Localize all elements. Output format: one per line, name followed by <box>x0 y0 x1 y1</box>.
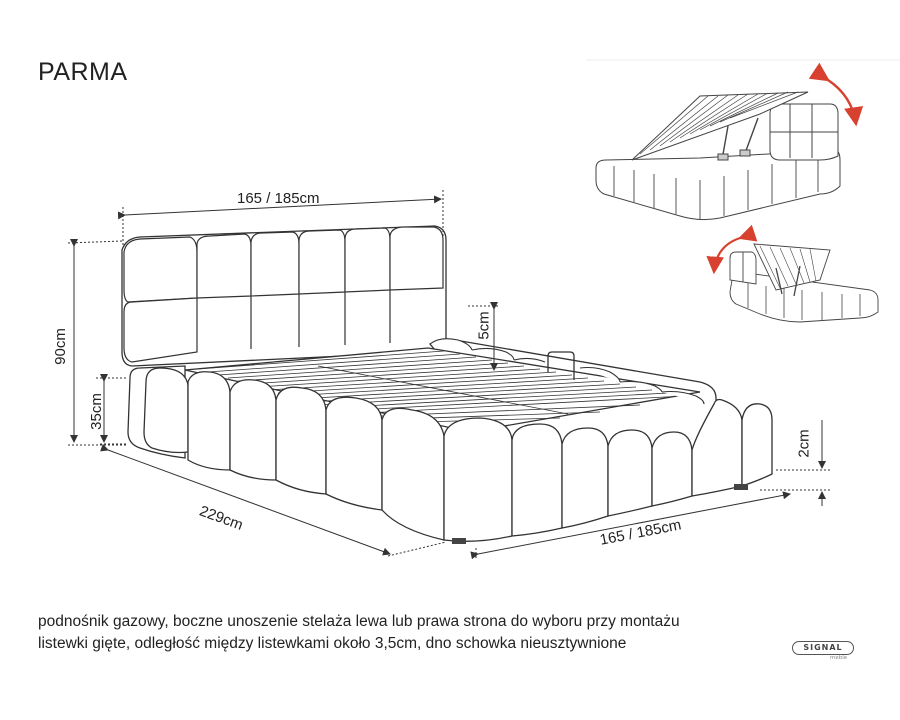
dim-leg-height: 2cm <box>795 429 813 458</box>
dim-bed-width-line <box>470 491 791 560</box>
description-line-1: podnośnik gazowy, boczne unoszenie stela… <box>38 613 680 630</box>
logo-name: SIGNAL <box>792 641 854 655</box>
dimension-lines <box>67 190 832 560</box>
main-bed <box>121 225 773 544</box>
description-line-2: listewki gięte, odległość między listewk… <box>38 635 627 652</box>
product-title: PARMA <box>38 58 128 86</box>
dim-total-height: 90cm <box>51 328 69 365</box>
lift-arrow-small-icon <box>706 224 758 275</box>
headboard-lower-row <box>123 290 391 363</box>
dim-mattress-recess: 5cm <box>475 311 493 340</box>
dim-headboard-width-line <box>117 195 442 220</box>
logo-subtitle: meble <box>830 655 848 661</box>
lift-handle <box>547 351 575 380</box>
brand-logo: SIGNAL meble <box>792 641 854 661</box>
inset-lift-open-small <box>706 224 879 323</box>
foot-front <box>452 538 466 544</box>
dim-headboard-width: 165 / 185cm <box>237 190 320 207</box>
far-rail-cushions <box>429 338 705 405</box>
foot-right <box>734 484 748 490</box>
inset-lift-open-large <box>586 59 900 221</box>
lift-arrow-icon <box>808 62 864 127</box>
dim-frame-height: 35cm <box>87 393 105 430</box>
product-description: podnośnik gazowy, boczne unoszenie stela… <box>38 611 680 655</box>
headboard-upper-row <box>123 226 444 303</box>
dim-length-line <box>100 443 391 556</box>
